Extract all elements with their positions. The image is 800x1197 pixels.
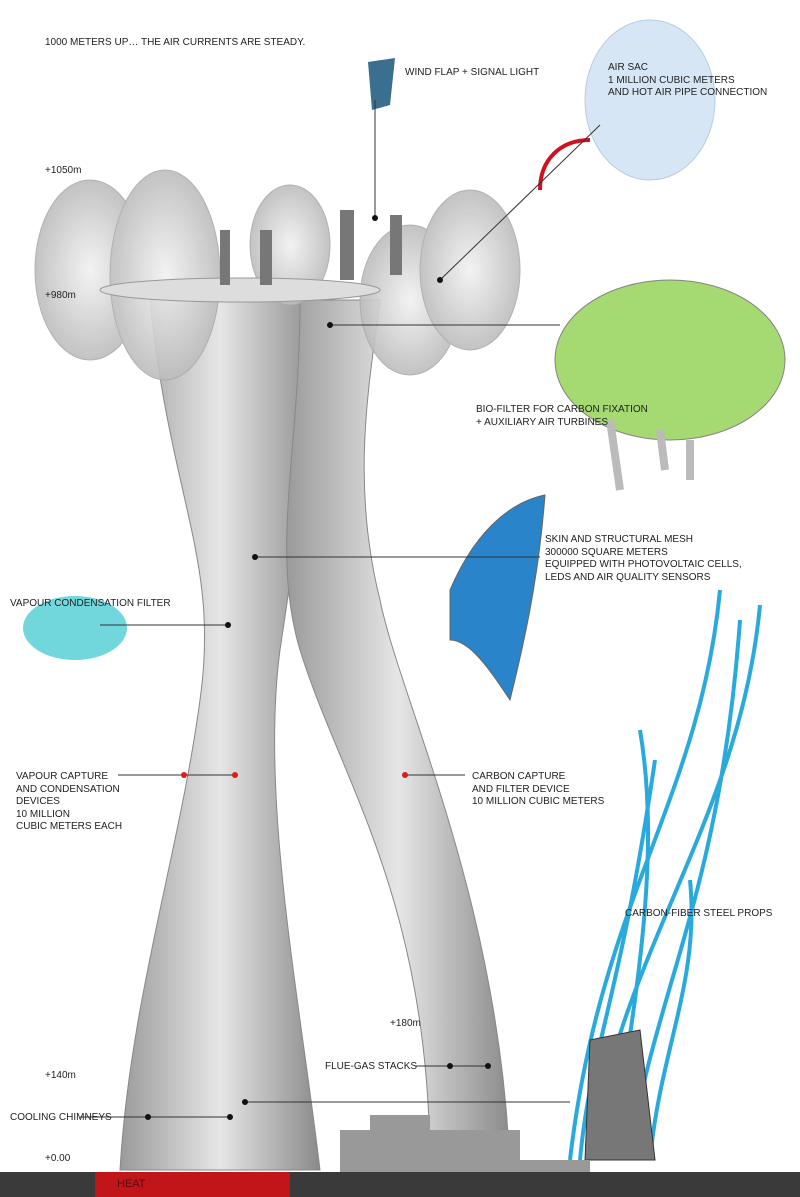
label-props: CARBON-FIBER STEEL PROPS (625, 908, 773, 919)
markers (145, 215, 491, 1120)
heat-label: HEAT (117, 1178, 146, 1190)
label-vapour-filter: VAPOUR CONDENSATION FILTER (10, 598, 171, 609)
air-sac-icon (584, 19, 716, 181)
skin-mesh-icon (449, 494, 546, 702)
level-0: +0.00 (45, 1153, 71, 1164)
label-air-sac: AIR SAC 1 MILLION CUBIC METERS AND HOT A… (608, 62, 768, 98)
header-caption: 1000 METERS UP… THE AIR CURRENTS ARE STE… (45, 37, 306, 48)
level-180: +180m (390, 1018, 421, 1029)
air-sacs (34, 169, 521, 381)
bio-filter-icon (554, 279, 786, 491)
tower-right-trunk (286, 299, 511, 1171)
vapour-filter-icon (23, 596, 127, 660)
wind-flap-icon (368, 58, 395, 110)
label-carbon-capture: CARBON CAPTURE AND FILTER DEVICE 10 MILL… (472, 771, 605, 807)
label-vapour-capture: VAPOUR CAPTURE AND CONDENSATION DEVICES … (16, 771, 123, 832)
wind-flaps (220, 210, 402, 285)
chimney-icon (584, 1029, 656, 1161)
label-skin-mesh: SKIN AND STRUCTURAL MESH 300000 SQUARE M… (545, 534, 742, 583)
factory-buildings (340, 1115, 590, 1172)
level-1050: +1050m (45, 165, 82, 176)
label-cooling-chimneys: COOLING CHIMNEYS (10, 1112, 112, 1123)
label-wind-flap: WIND FLAP + SIGNAL LIGHT (405, 67, 540, 78)
level-140: +140m (45, 1070, 76, 1081)
label-bio-filter: BIO-FILTER FOR CARBON FIXATION + AUXILIA… (476, 404, 648, 428)
level-980: +980m (45, 290, 76, 301)
leader-lines (80, 100, 601, 1118)
tower-left-trunk (119, 299, 321, 1171)
heat-zone: HEAT (95, 1172, 290, 1197)
label-flue-gas: FLUE-GAS STACKS (325, 1061, 418, 1072)
